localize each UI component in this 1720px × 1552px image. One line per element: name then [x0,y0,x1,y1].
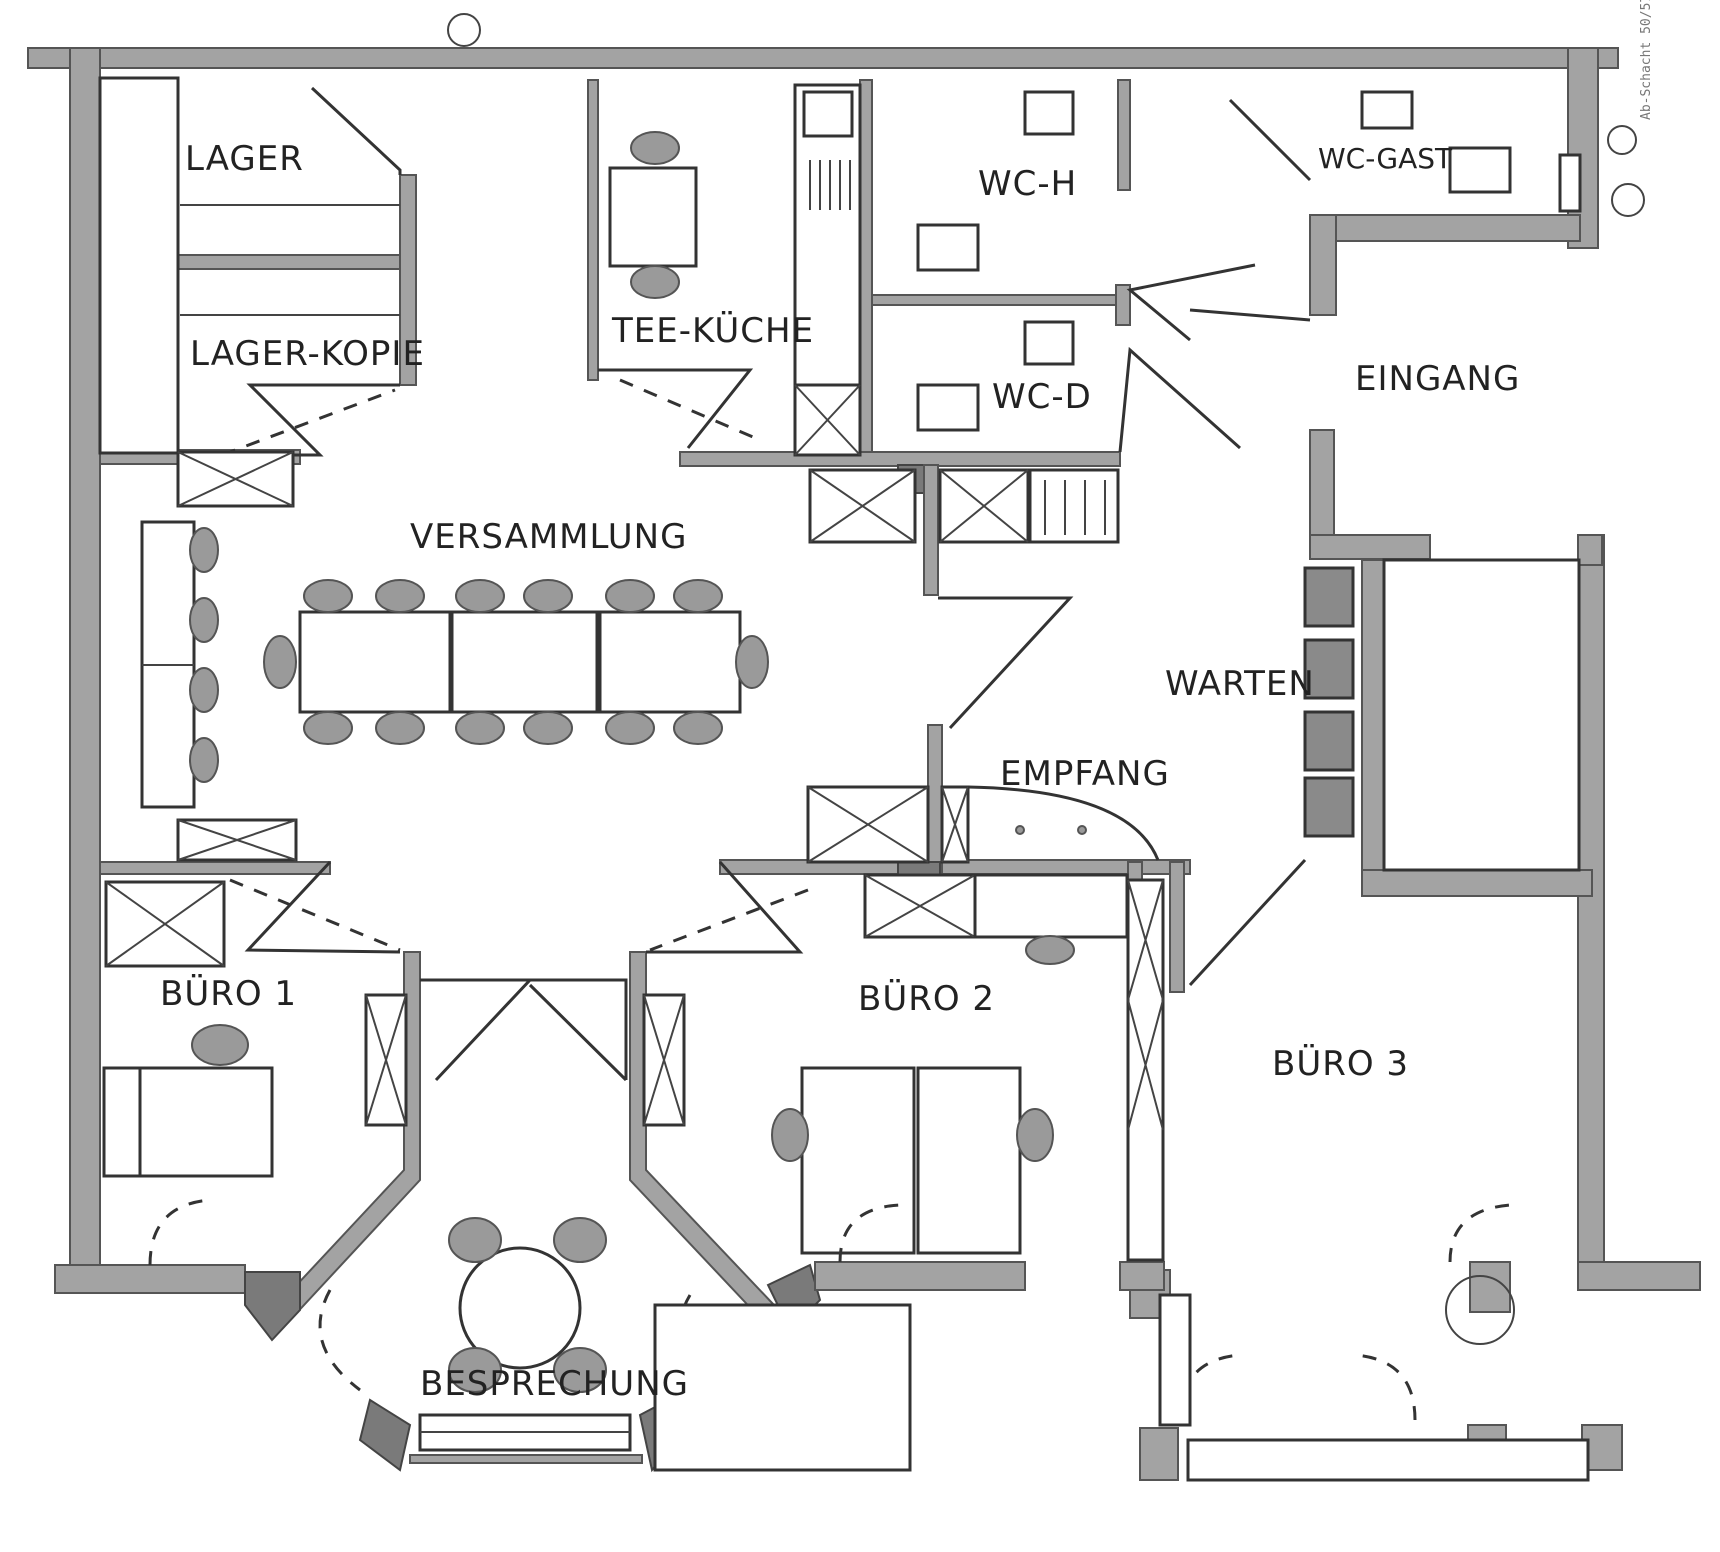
room-labels: LAGER LAGER-KOPIE TEE-KÜCHE WC-H WC-D WC… [160,0,1654,1404]
label-eingang: EINGANG [1355,359,1520,399]
label-buero-2: BÜRO 2 [858,978,995,1019]
label-warten: WARTEN [1165,664,1315,704]
outer-walls [27,47,1701,1481]
door-swings [148,1198,1590,1482]
office-1-furniture [102,860,408,1178]
label-tee-kueche: TEE-KÜCHE [611,310,814,351]
meeting-room-furniture [420,978,628,1393]
waiting-seats [1188,558,1581,987]
label-shaft-note: Ab-Schacht 50/57/70 [1639,0,1654,120]
label-besprechung: BESPRECHUNG [420,1364,689,1404]
storage-shelves [98,76,402,508]
office-2-furniture [642,861,1165,1262]
kitchen-fixtures [598,83,862,457]
service-shafts [808,468,1120,544]
label-buero-1: BÜRO 1 [160,973,297,1014]
conference-table [140,520,1074,862]
label-wc-gast: WC-GAST [1318,142,1453,175]
reception-desk [806,785,1160,864]
label-lager: LAGER [185,139,304,179]
label-empfang: EMPFANG [1000,754,1170,794]
label-wc-d: WC-D [992,377,1092,417]
label-wc-h: WC-H [978,164,1077,204]
label-lager-kopie: LAGER-KOPIE [190,334,425,374]
label-buero-3: BÜRO 3 [1272,1043,1409,1084]
restroom-fixtures [447,13,1645,453]
label-versammlung: VERSAMMLUNG [410,517,687,557]
